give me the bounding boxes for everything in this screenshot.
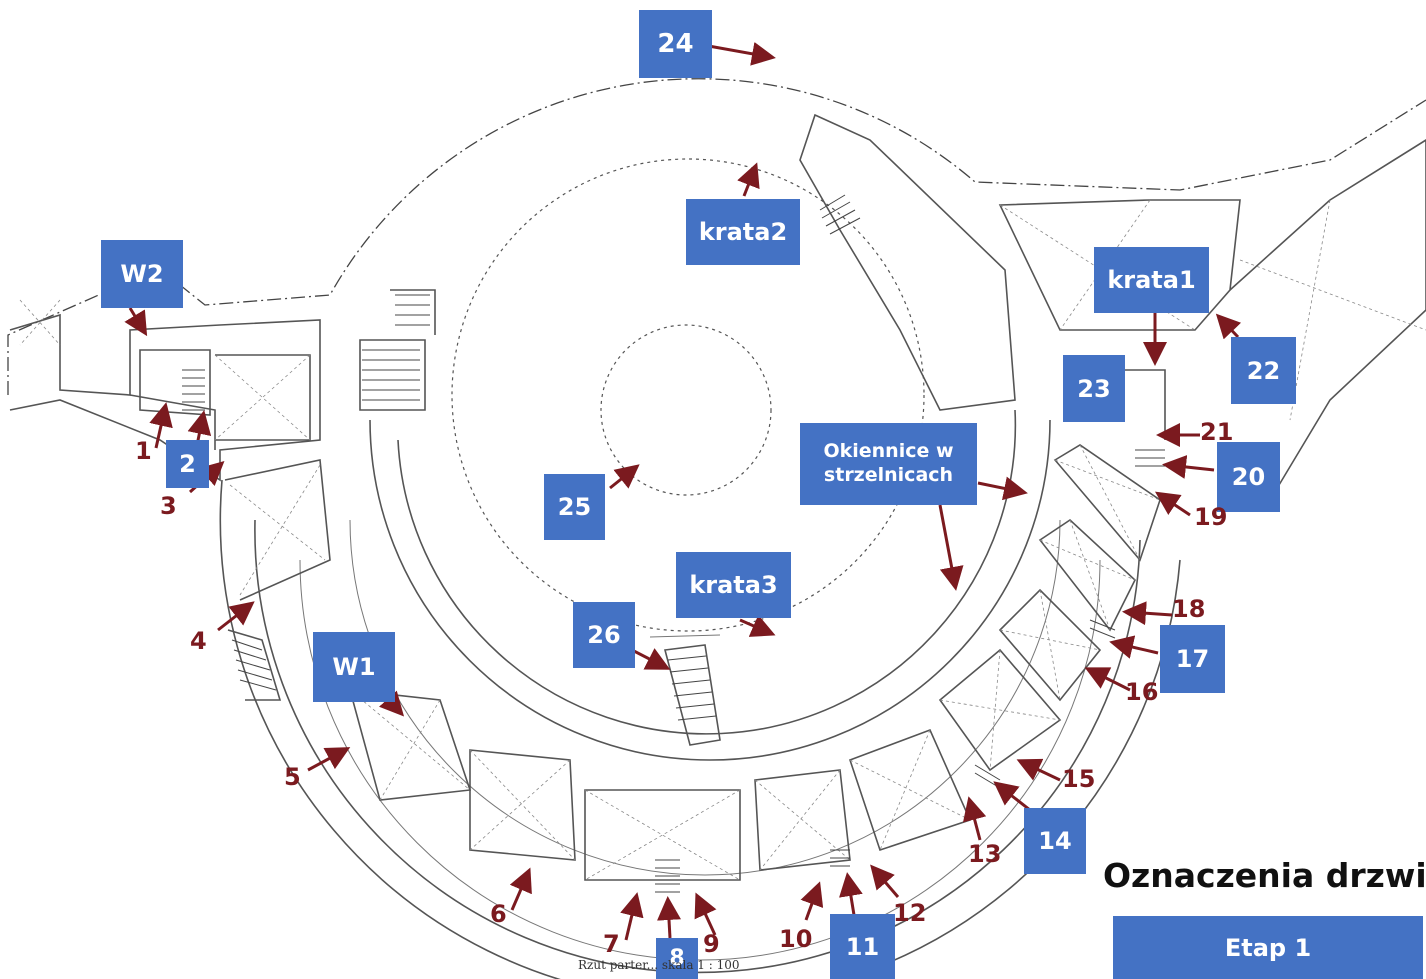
tag-26: 26: [573, 602, 635, 668]
arrow-w2: [124, 307, 148, 337]
tag-22: 22: [1231, 337, 1296, 404]
door-number-7: 7: [603, 930, 620, 958]
arrow-okiennice-1: [977, 476, 1028, 501]
tag-krata1: krata1: [1094, 247, 1209, 313]
arrow-16: [1084, 667, 1131, 692]
arrow-14: [993, 781, 1031, 812]
arrow-13: [962, 796, 987, 841]
door-number-6: 6: [490, 900, 507, 928]
arrow-19: [1155, 491, 1191, 517]
tag-23: 23: [1063, 355, 1125, 422]
door-number-5: 5: [284, 763, 301, 791]
door-number-9: 9: [703, 930, 720, 958]
door-number-10: 10: [779, 925, 813, 953]
arrow-5: [307, 747, 351, 772]
tag-14: 14: [1024, 808, 1086, 874]
door-number-13: 13: [968, 840, 1002, 868]
door-number-19: 19: [1194, 503, 1228, 531]
arrow-krata2: [737, 162, 760, 197]
door-number-3: 3: [160, 492, 177, 520]
arrow-17: [1109, 635, 1159, 659]
arrow-25: [609, 464, 640, 490]
arrow-7: [620, 892, 644, 941]
plan-caption: Rzut parter... skala 1 : 100: [578, 958, 740, 972]
tag-17: 17: [1160, 625, 1225, 693]
door-number-15: 15: [1062, 765, 1096, 793]
tag-8: 8: [656, 938, 698, 979]
tag-okiennice: Okiennice w strzelnicach: [800, 423, 977, 505]
arrow-22: [1215, 313, 1242, 340]
arrow-18: [1122, 601, 1173, 626]
tag-20: 20: [1217, 442, 1280, 512]
arrow-6: [509, 867, 532, 911]
arrow-15: [1016, 758, 1061, 782]
arrow-1: [149, 402, 173, 449]
tag-w2: W2: [101, 240, 183, 308]
arrow-12: [870, 864, 900, 898]
arrow-20: [1162, 455, 1215, 479]
tag-25: 25: [544, 474, 605, 540]
arrow-okiennice-2: [938, 504, 964, 591]
legend-stage-swatch: Etap 1: [1113, 916, 1423, 979]
tag-2: 2: [166, 440, 209, 488]
legend-title: Oznaczenia drzwi: [1103, 856, 1426, 895]
tag-krata3: krata3: [676, 552, 791, 618]
arrow-8: [657, 896, 681, 939]
arrow-10: [800, 881, 824, 921]
tag-w1: W1: [313, 632, 395, 702]
arrow-9: [694, 892, 717, 936]
tag-24: 24: [639, 10, 712, 78]
door-number-4: 4: [190, 627, 207, 655]
arrow-24: [702, 42, 776, 66]
door-number-16: 16: [1125, 678, 1159, 706]
arrow-4: [217, 601, 255, 632]
door-number-18: 18: [1172, 595, 1206, 623]
door-number-1: 1: [135, 437, 152, 465]
arrow-krata3: [739, 614, 776, 637]
door-number-21: 21: [1200, 418, 1234, 446]
arrow-11: [839, 872, 863, 916]
tag-krata2: krata2: [686, 199, 800, 265]
door-number-12: 12: [893, 899, 927, 927]
tag-11: 11: [830, 914, 895, 979]
